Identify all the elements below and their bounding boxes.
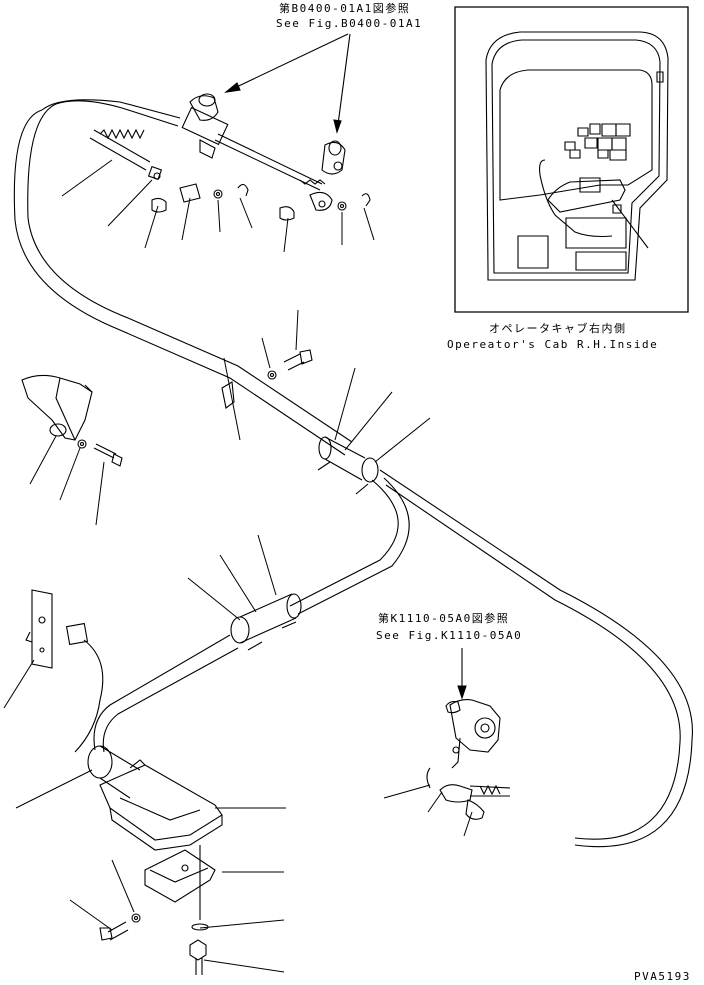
inset-caption-jp: オペレータキャブ右内側: [489, 322, 627, 335]
switch-plate: [26, 590, 103, 752]
inset-caption-en: Opereator's Cab R.H.Inside: [447, 338, 659, 351]
ref-mid-en: See Fig.K1110-05A0: [376, 629, 523, 642]
left-bracket: [22, 350, 312, 466]
lever-assembly: [427, 648, 510, 819]
ref-top-arrows: [226, 34, 350, 132]
top-linkage: [90, 94, 370, 220]
drawing-code: PVA5193: [634, 970, 691, 983]
cable-clamps: [88, 382, 378, 798]
ref-top-jp: 第B0400-01A1図参照: [279, 2, 411, 15]
lower-cover: [100, 760, 222, 975]
leader-lines: [4, 160, 472, 972]
ref-mid-jp: 第K1110-05A0図参照: [378, 612, 510, 625]
inset-cab-view: [455, 7, 688, 312]
ref-top-en: See Fig.B0400-01A1: [276, 17, 423, 30]
main-cable: [14, 100, 692, 847]
